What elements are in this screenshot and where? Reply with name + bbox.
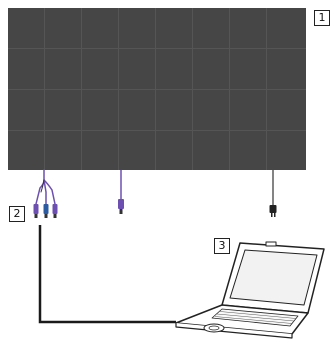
callout-2: 2 <box>9 206 25 222</box>
display-panel <box>8 8 306 170</box>
laptop <box>175 241 325 339</box>
av-connector-plugs <box>33 204 58 218</box>
callout-1: 1 <box>314 10 330 26</box>
av-cable-bundle <box>33 169 58 218</box>
keyboard-rows <box>214 311 297 324</box>
laptop-screen <box>229 249 318 306</box>
callout-3: 3 <box>214 238 230 254</box>
display-grid <box>8 8 306 170</box>
power-cable <box>269 170 277 217</box>
laptop-connection-line <box>38 225 176 324</box>
middle-cable <box>118 170 124 214</box>
